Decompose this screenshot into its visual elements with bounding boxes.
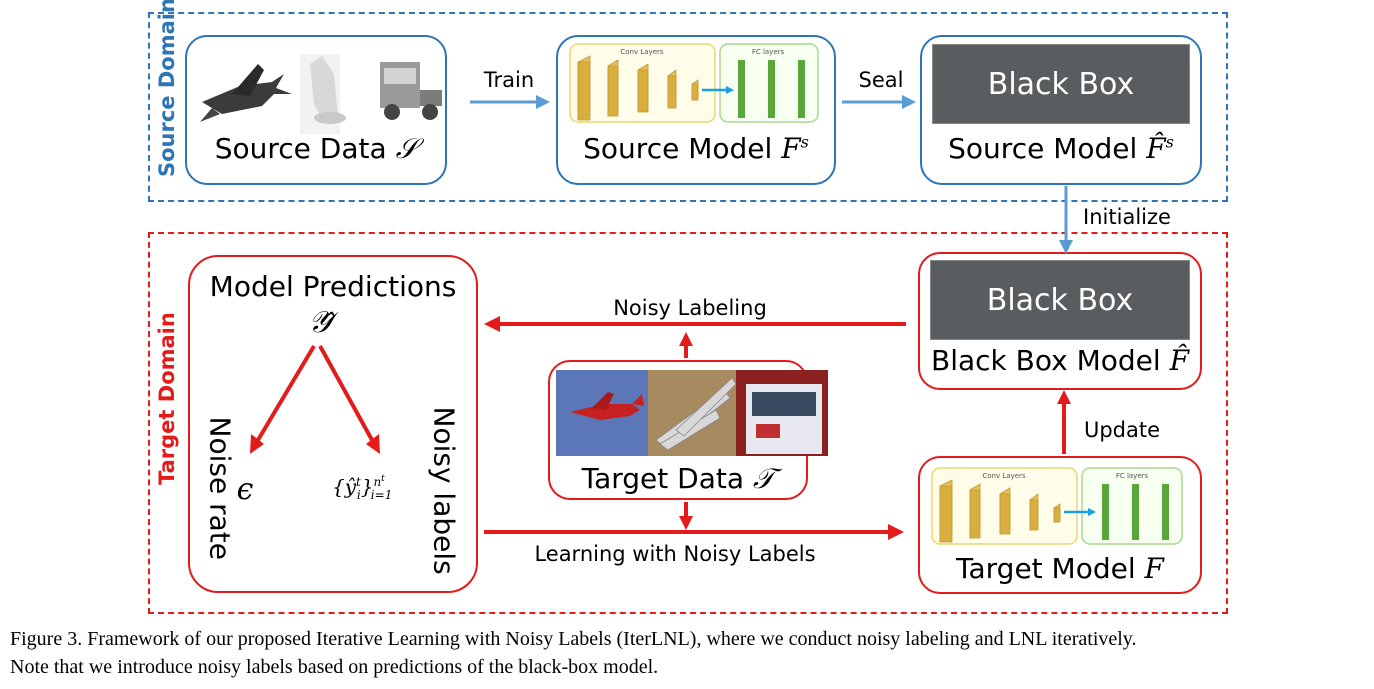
noise-rate-symbol: ϵ — [236, 472, 254, 507]
sealed-model-label: Source Model F̂s — [920, 132, 1202, 165]
target-data-symbol: 𝒯 — [752, 462, 775, 495]
conv-layers-label: Conv Layers — [620, 48, 663, 56]
caption-line-1: Figure 3. Framework of our proposed Iter… — [10, 628, 1137, 650]
source-model-text: Source Model — [583, 132, 773, 165]
target-model-text: Target Model — [956, 552, 1136, 585]
source-network-diagram: Conv Layers FC layers — [569, 43, 819, 123]
source-model-label: Source Model Fs — [556, 132, 836, 165]
noisy-labeling-label: Noisy Labeling — [613, 296, 767, 320]
source-domain-title: Source Domain — [155, 0, 179, 177]
black-box-model-symbol: F̂ — [1169, 344, 1190, 377]
fc-blocks — [738, 60, 805, 118]
truck-image — [380, 62, 442, 120]
source-model-symbol: Fs — [781, 132, 809, 165]
caption-line-2: Note that we introduce noisy labels base… — [10, 656, 659, 678]
jet-image — [200, 64, 292, 122]
target-black-box: Black Box — [930, 260, 1190, 340]
sealed-black-box: Black Box — [932, 44, 1190, 124]
lnl-label: Learning with Noisy Labels — [534, 542, 816, 566]
target-data-label: Target Data 𝒯 — [548, 462, 808, 496]
initialize-label: Initialize — [1083, 205, 1171, 229]
conv-layers-label: Conv Layers — [982, 472, 1025, 480]
predictions-title: Model Predictions — [209, 270, 457, 303]
fc-layers-label: FC layers — [1116, 472, 1149, 480]
target-domain-title: Target Domain — [155, 312, 179, 485]
knife-blades — [655, 377, 737, 451]
conv-blocks — [939, 479, 1061, 543]
seal-label: Seal — [858, 68, 904, 92]
noisy-labels-label: Noisy labels — [427, 406, 461, 575]
target-model-label: Target Model F — [918, 552, 1202, 585]
target-domain-frame — [148, 232, 1228, 614]
fc-blocks — [1102, 484, 1169, 540]
noisy-labels-expr: {ŷti}nti=1 — [332, 474, 393, 502]
sealed-model-text: Source Model — [948, 132, 1138, 165]
predictions-symbol: 𝒴̂ — [308, 305, 332, 340]
red-plane — [570, 392, 644, 420]
target-model-symbol: F — [1144, 552, 1164, 585]
conv-blocks — [577, 55, 699, 121]
knife-image — [300, 54, 346, 134]
black-box-model-text: Black Box Model — [930, 344, 1161, 377]
black-box-model-label: Black Box Model F̂ — [918, 344, 1202, 377]
source-data-label: Source Data 𝒮 — [185, 132, 447, 166]
target-data-text: Target Data — [581, 462, 745, 495]
figure-caption: Figure 3. Framework of our proposed Iter… — [10, 625, 1370, 681]
sealed-model-symbol: F̂s — [1146, 132, 1174, 165]
target-network-diagram: Conv Layers FC layers — [931, 467, 1183, 545]
source-data-text: Source Data — [214, 132, 387, 165]
train-label: Train — [483, 68, 535, 92]
source-data-symbol: 𝒮 — [395, 132, 418, 165]
target-images — [556, 370, 828, 456]
fc-layers-label: FC layers — [752, 48, 785, 56]
source-domain-frame — [148, 12, 1228, 202]
source-images — [200, 54, 442, 134]
update-label: Update — [1083, 418, 1161, 442]
